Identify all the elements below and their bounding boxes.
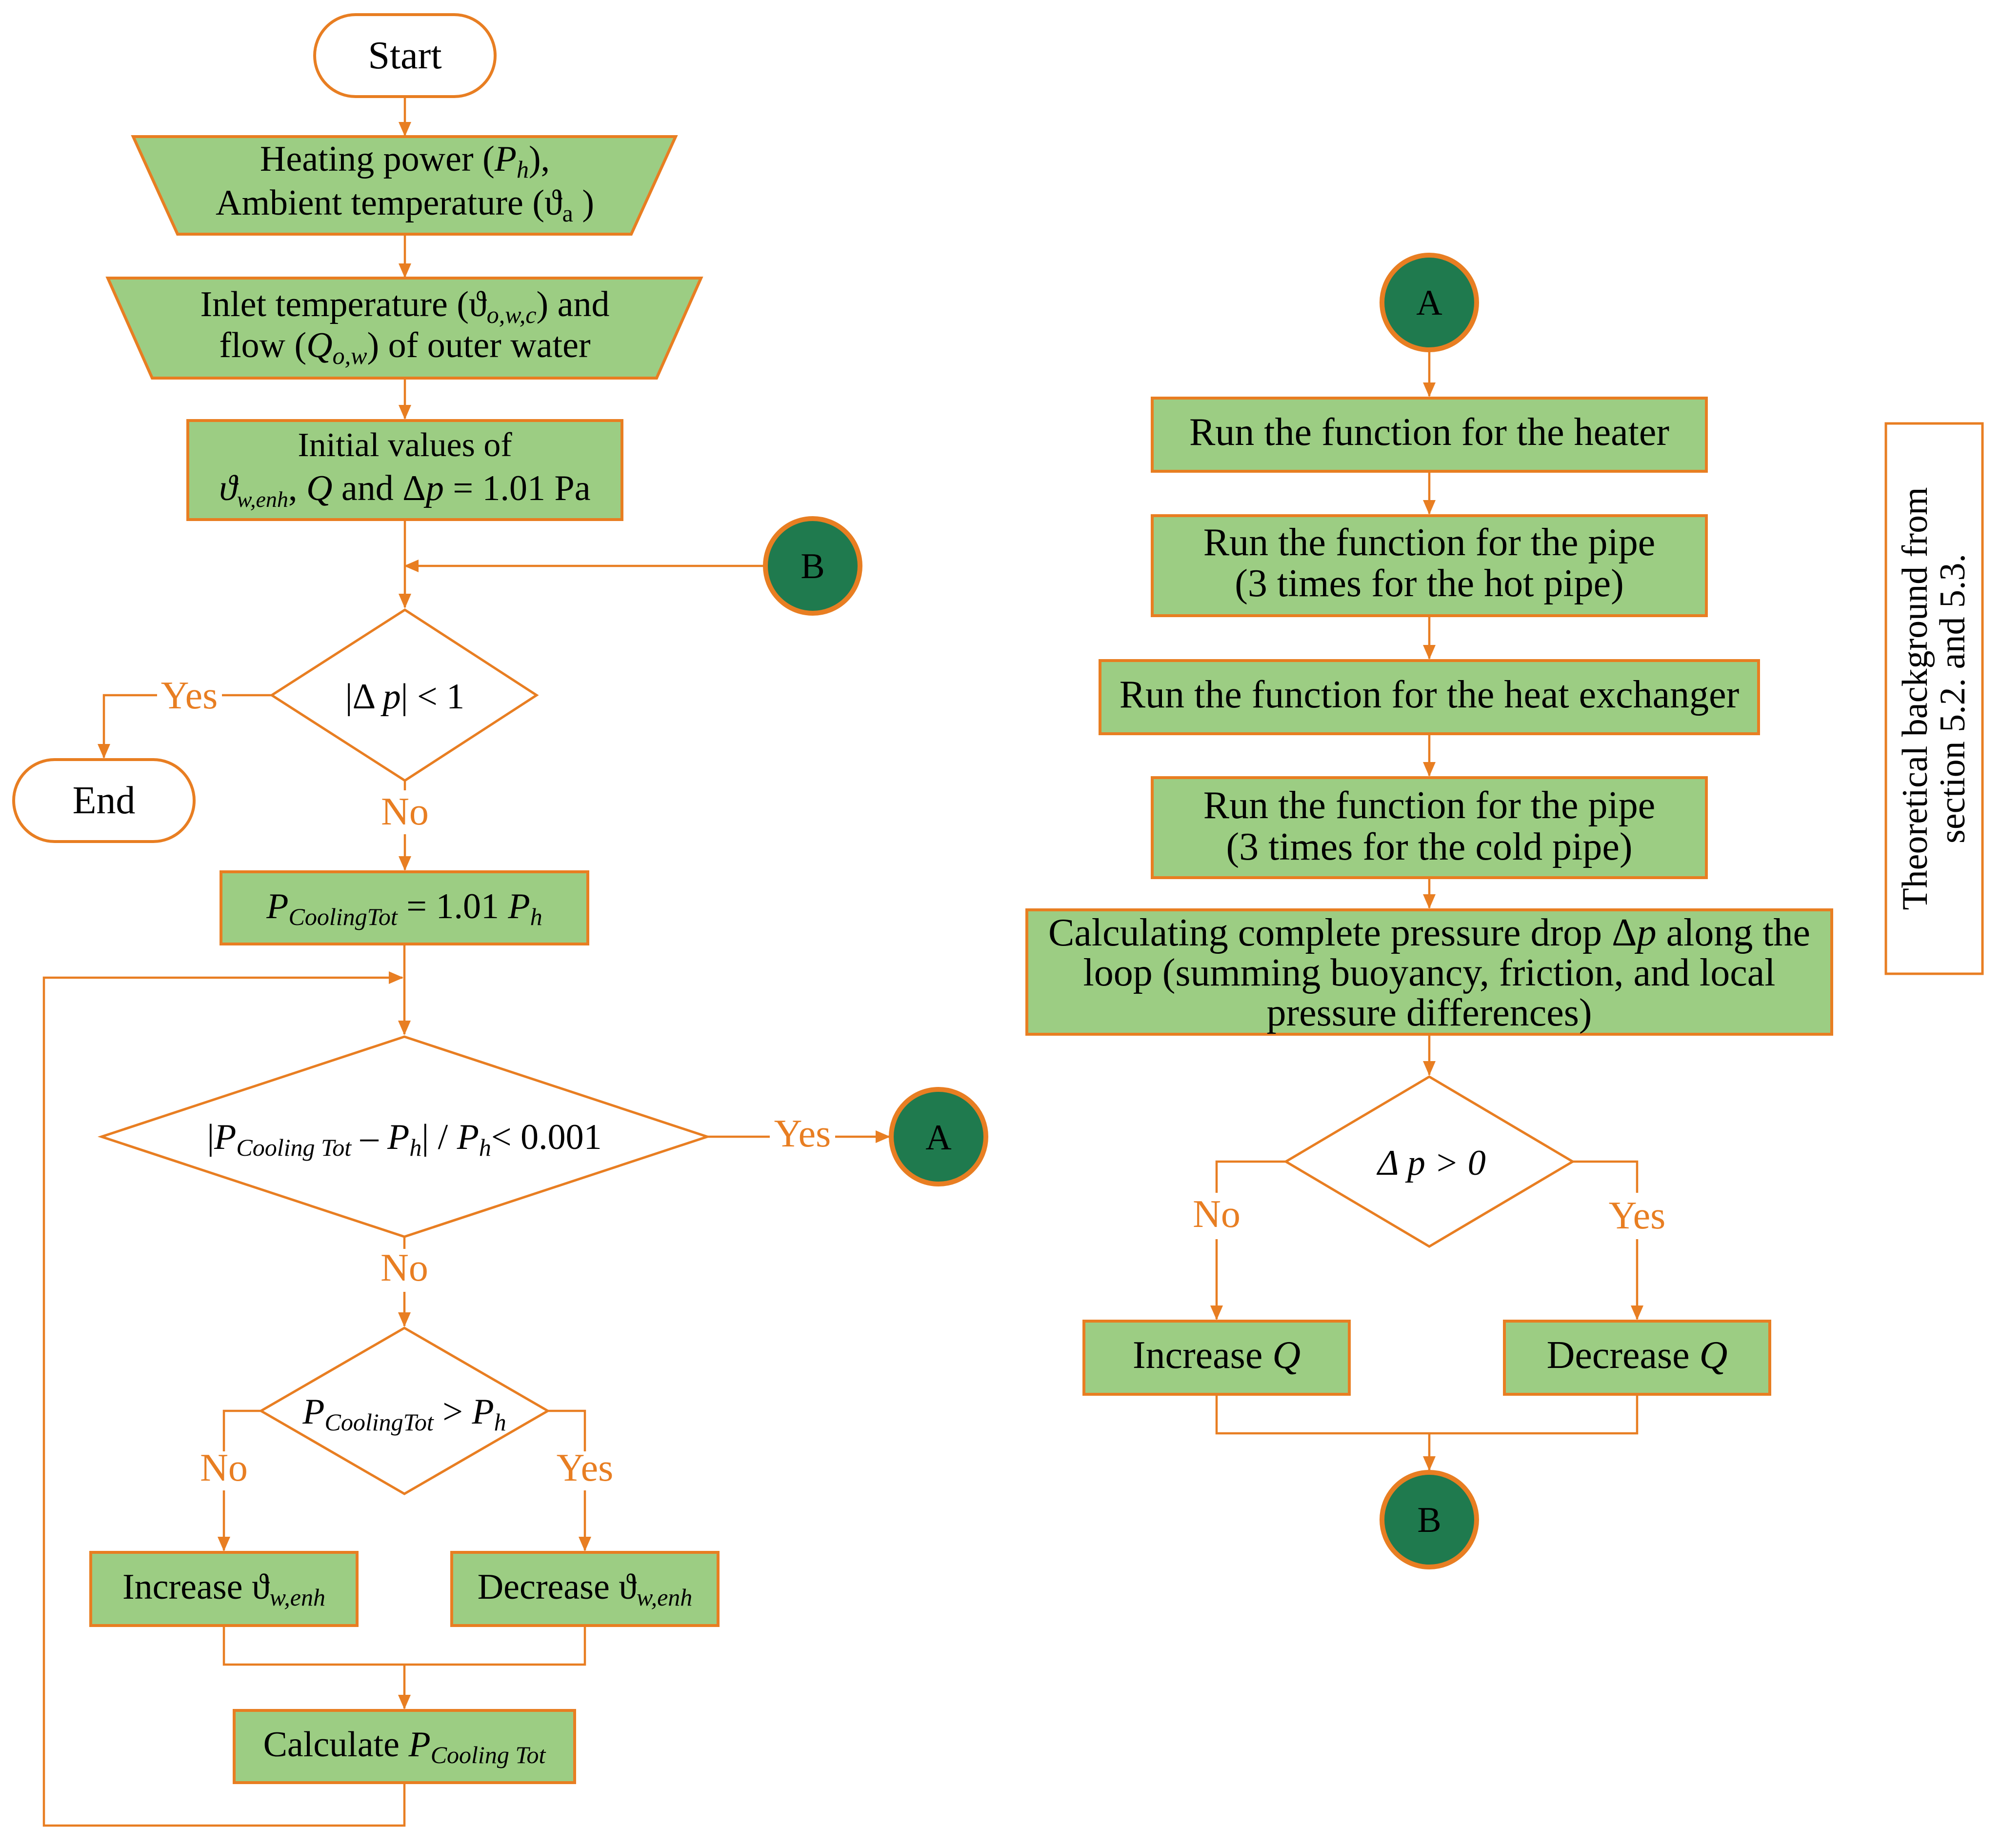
calc-pressure-line3: pressure differences)	[1266, 991, 1592, 1034]
theory-note-line1: Theoretical background from	[1895, 487, 1935, 910]
run-cold-pipe-line1: Run the function for the pipe	[1203, 784, 1655, 827]
decision-dp-threshold-label: |Δ p| < 1	[345, 677, 464, 717]
process-increase-temp: Increase ϑw,enh	[89, 1551, 359, 1627]
increase-temp-label: Increase ϑw,enh	[122, 1567, 325, 1611]
process-initial-values: Initial values of ϑw,enh, Q and Δp = 1.0…	[186, 419, 623, 521]
connector-a-right-label: A	[1416, 283, 1442, 323]
decision-dp-positive-label: Δ p > 0	[1376, 1143, 1486, 1183]
decision-power-ratio-label: |PCooling Tot – Ph| / Ph< 0.001	[207, 1117, 601, 1161]
decrease-flow-label: Decrease Q	[1547, 1334, 1728, 1377]
run-heater-label: Run the function for the heater	[1189, 411, 1669, 454]
process-increase-flow: Increase Q	[1082, 1320, 1351, 1396]
label-compare-yes: Yes	[557, 1446, 613, 1489]
end-terminal: End	[12, 758, 196, 843]
set-pcooling-label: PCoolingTot = 1.01 Ph	[266, 886, 542, 930]
initial-values-line2: ϑw,enh, Q and Δp = 1.01 Pa	[219, 468, 590, 512]
calc-pressure-line1: Calculating complete pressure drop Δp al…	[1048, 911, 1810, 954]
start-label: Start	[368, 34, 441, 77]
decision-compare-power-label: PCoolingTot > Ph	[302, 1392, 506, 1436]
label-ratio-no: No	[380, 1246, 428, 1289]
arrow-dp-yes-to-end	[98, 694, 157, 759]
line-dp0-yes-a	[1573, 1160, 1639, 1193]
input-heating-power: Heating power (Ph), Ambient temperature …	[131, 135, 678, 236]
decision-dp-threshold: |Δ p| < 1	[269, 608, 539, 782]
input-ambient-temp-line2: Ambient temperature (ϑa )	[216, 183, 594, 227]
decision-power-ratio: |PCooling Tot – Ph| / Ph< 0.001	[98, 1035, 711, 1238]
line-compare-no-a	[222, 1409, 261, 1451]
label-dp-yes: Yes	[161, 674, 218, 717]
decision-compare-power: PCoolingTot > Ph	[259, 1326, 550, 1495]
line-dp0-no-a	[1215, 1160, 1286, 1193]
process-run-hot-pipe: Run the function for the pipe (3 times f…	[1151, 514, 1708, 617]
connector-b-left: B	[763, 516, 862, 616]
initial-values-line1: Initial values of	[298, 426, 512, 464]
end-label: End	[73, 779, 136, 822]
label-compare-no: No	[200, 1446, 248, 1489]
connector-b-left-label: B	[800, 546, 824, 586]
calculate-pcooling-label: Calculate PCooling Tot	[263, 1725, 546, 1768]
process-run-heat-exchanger: Run the function for the heat exchanger	[1099, 659, 1760, 735]
line-merge-adjust	[222, 1626, 586, 1666]
connector-b-right: B	[1380, 1470, 1479, 1569]
line-compare-yes-a	[548, 1409, 586, 1451]
process-run-cold-pipe: Run the function for the pipe (3 times f…	[1151, 776, 1708, 879]
connector-b-right-label: B	[1417, 1500, 1441, 1540]
input-inlet-temperature: Inlet temperature (ϑo,w,c) and flow (Qo,…	[105, 277, 703, 380]
process-calculate-pcooling: Calculate PCooling Tot	[233, 1709, 576, 1784]
process-calculate-pressure-drop: Calculating complete pressure drop Δp al…	[1025, 908, 1833, 1036]
arrow-loop-back	[42, 971, 406, 1827]
input-outer-water-flow-line2: flow (Qo,w) of outer water	[219, 325, 590, 369]
connector-a-right: A	[1380, 253, 1479, 352]
label-dp-no: No	[381, 790, 429, 833]
theory-note: Theoretical background from section 5.2.…	[1884, 422, 1984, 975]
label-ratio-yes: Yes	[774, 1112, 831, 1155]
increase-flow-label: Increase Q	[1133, 1334, 1301, 1377]
process-set-pcooling: PCoolingTot = 1.01 Ph	[220, 870, 589, 945]
connector-a-left-label: A	[925, 1118, 951, 1158]
decision-dp-positive: Δ p > 0	[1283, 1075, 1575, 1248]
process-run-heater: Run the function for the heater	[1151, 397, 1708, 473]
input-inlet-temp-line1: Inlet temperature (ϑo,w,c) and	[200, 284, 609, 328]
run-heat-exchanger-label: Run the function for the heat exchanger	[1120, 673, 1740, 716]
run-hot-pipe-line2: (3 times for the hot pipe)	[1235, 562, 1624, 605]
run-cold-pipe-line2: (3 times for the cold pipe)	[1226, 825, 1632, 868]
run-hot-pipe-line1: Run the function for the pipe	[1203, 521, 1655, 564]
process-decrease-flow: Decrease Q	[1503, 1320, 1771, 1396]
process-decrease-temp: Decrease ϑw,enh	[450, 1551, 720, 1627]
input-heating-power-line1: Heating power (Ph),	[260, 139, 550, 183]
label-dp0-no: No	[1193, 1193, 1241, 1236]
start-terminal: Start	[313, 13, 497, 98]
connector-a-left: A	[889, 1087, 988, 1186]
calc-pressure-line2: loop (summing buoyancy, friction, and lo…	[1083, 951, 1776, 994]
label-dp0-yes: Yes	[1609, 1194, 1665, 1237]
theory-note-line2: section 5.2. and 5.3.	[1933, 554, 1973, 844]
decrease-temp-label: Decrease ϑw,enh	[478, 1567, 693, 1611]
line-merge-flow	[1215, 1394, 1639, 1435]
